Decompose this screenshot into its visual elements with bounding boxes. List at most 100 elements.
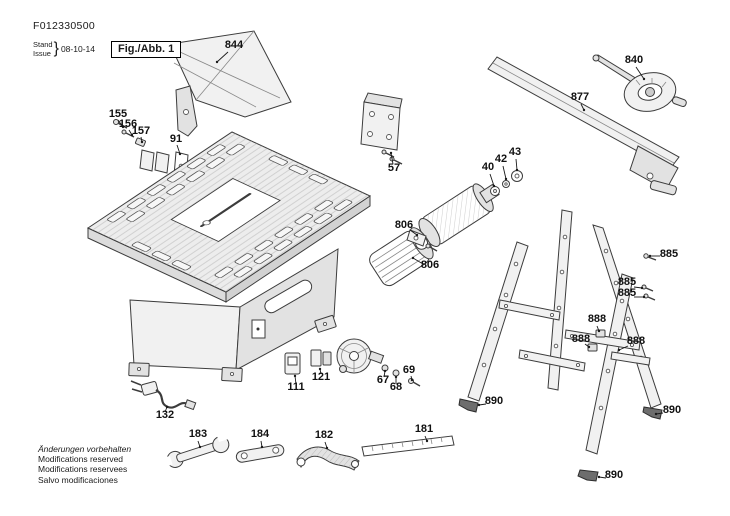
leader-dot-890 [477, 403, 481, 407]
saw-cabinet [128, 248, 339, 382]
issue-date: 08-10-14 [60, 44, 95, 54]
part-label-43: 43 [509, 146, 521, 158]
leader-dot-182 [325, 446, 329, 450]
part-label-183: 183 [189, 428, 207, 440]
leader-dot-888 [617, 348, 621, 352]
issue-label: Issue [33, 49, 51, 58]
stand-feet-890 [458, 398, 663, 482]
figure-label-box: Fig./Abb. 1 [110, 40, 182, 58]
leader-line-42 [502, 165, 507, 180]
stand-assembly [458, 209, 663, 482]
throat-plate [170, 178, 281, 242]
leader-dot-181 [425, 439, 429, 443]
miter-gauge [592, 54, 687, 112]
footer-note-de: Änderungen vorbehalten [38, 444, 132, 454]
leader-line-806 [409, 229, 418, 236]
power-switch [284, 352, 301, 375]
part-label-888: 888 [572, 333, 590, 345]
part-label-182: 182 [315, 429, 333, 441]
header: F012330500 Stand Issue } 08-10-14 Fig./A… [33, 20, 182, 58]
part-label-184: 184 [251, 428, 270, 440]
leader-dot-888 [587, 345, 591, 349]
part-label-840: 840 [625, 54, 643, 66]
part-label-155: 155 [109, 108, 127, 120]
part-label-67: 67 [377, 374, 389, 386]
leader-dot-885 [642, 295, 646, 299]
part-label-156: 156 [119, 118, 137, 130]
blade-guard [169, 30, 292, 137]
part-label-40: 40 [482, 161, 494, 173]
leader-dot-877 [582, 108, 586, 112]
stand-brace [498, 299, 651, 372]
leader-line-91 [176, 144, 181, 155]
leader-line-111 [294, 375, 297, 385]
table-top [86, 131, 372, 293]
leader-dot-844 [215, 60, 219, 64]
leader-dot-157 [140, 140, 144, 144]
leader-dot-42 [504, 177, 508, 181]
leader-line-844 [216, 51, 229, 63]
issue-row: Stand Issue } 08-10-14 Fig./Abb. 1 [33, 40, 182, 58]
part-label-890: 890 [485, 395, 503, 407]
leader-dot-885 [648, 254, 652, 258]
part-label-132: 132 [156, 409, 174, 421]
washer-set-40-42-43 [490, 170, 523, 196]
leader-dot-184 [260, 445, 264, 449]
leader-line-840 [635, 66, 645, 80]
part-label-888: 888 [627, 335, 645, 347]
leader-dot-155 [121, 125, 125, 129]
switch-connector [310, 349, 332, 367]
footer-note-es: Salvo modificaciones [38, 474, 118, 485]
part-label-69: 69 [403, 364, 415, 376]
leader-line-885 [633, 286, 643, 289]
hand-wheel [336, 338, 421, 387]
leader-dot-840 [642, 77, 646, 81]
leader-line-40 [489, 173, 495, 187]
stand-screws-885 [641, 253, 657, 301]
part-label-806: 806 [421, 259, 439, 271]
stand-label: Stand [33, 40, 53, 49]
stand-clips-888 [587, 329, 606, 352]
part-label-885: 885 [618, 287, 636, 299]
miter-bar-ruler [361, 435, 455, 457]
part-label-111: 111 [287, 381, 304, 393]
part-label-91: 91 [170, 133, 182, 145]
leader-line-806 [412, 257, 424, 265]
leader-dot-890 [597, 475, 601, 479]
leader-dot-67 [383, 369, 387, 373]
leader-dot-43 [515, 168, 519, 172]
leader-dot-111 [293, 374, 297, 378]
rip-fence [487, 56, 680, 196]
motor-mount-clip [406, 229, 438, 252]
part-label-181: 181 [415, 423, 433, 435]
part-label-68: 68 [390, 381, 402, 393]
leader-dot-888 [597, 329, 601, 333]
part-label-806: 806 [395, 219, 413, 231]
leader-dot-121 [318, 367, 322, 371]
leader-line-57 [390, 152, 394, 165]
leader-dot-91 [178, 152, 182, 156]
leader-dot-156 [130, 133, 134, 137]
leader-dot-806 [411, 256, 415, 260]
leader-dot-890 [654, 412, 658, 416]
leader-dot-183 [198, 445, 202, 449]
part-label-42: 42 [495, 153, 507, 165]
open-end-wrench [160, 431, 230, 468]
part-label-885: 885 [660, 248, 678, 260]
part-label-877: 877 [571, 91, 589, 103]
part-label-890: 890 [605, 469, 623, 481]
issue-labels: Stand Issue [33, 40, 53, 58]
document-number: F012330500 [33, 20, 95, 32]
leader-dot-40 [492, 184, 496, 188]
leader-dot-69 [410, 378, 414, 382]
part-label-844: 844 [225, 39, 244, 51]
leader-dot-806 [415, 233, 419, 237]
leader-dot-57 [389, 151, 393, 155]
table-saw-body [86, 131, 372, 382]
part-label-57: 57 [388, 162, 400, 174]
pin-wrench [235, 444, 285, 463]
issue-brace: } [53, 40, 59, 57]
part-label-890: 890 [663, 404, 681, 416]
